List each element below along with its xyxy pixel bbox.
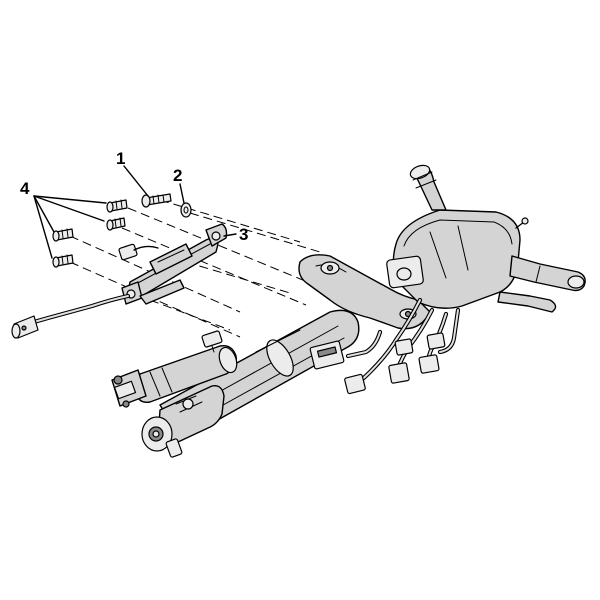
switch-wiring-harness: [309, 297, 461, 395]
ignition-lock-housing: [141, 385, 225, 458]
washer-item-2: [180, 202, 192, 218]
key-release-actuator: [111, 330, 238, 408]
screws-item-4: [52, 199, 128, 268]
callout-3: 3: [239, 225, 248, 244]
sensor-assembly-item-3: [11, 223, 228, 339]
column-mounting-bracket: [298, 254, 431, 330]
leader-lines: [33, 165, 237, 259]
switch-housing: [386, 164, 586, 313]
callout-4: 4: [20, 179, 30, 198]
alignment-lines: [69, 199, 321, 338]
callout-2: 2: [173, 166, 182, 185]
callout-1: 1: [116, 149, 125, 168]
bolt-item-1: [141, 193, 172, 208]
